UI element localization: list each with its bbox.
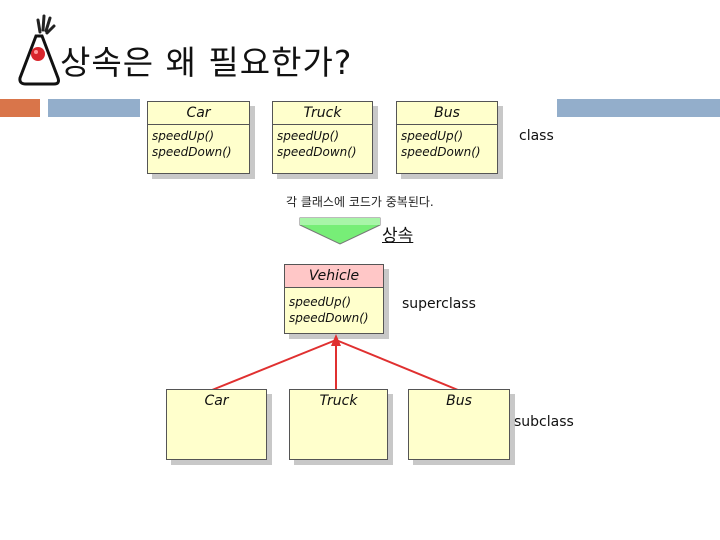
method-label: speedUp() (152, 129, 215, 143)
class-name: Bus (397, 102, 497, 125)
class-name: Car (148, 102, 249, 125)
method-label: speedDown() (277, 145, 357, 159)
method-label: speedUp() (289, 295, 352, 309)
method-label: speedDown() (152, 145, 232, 159)
subclass-box-bus: Bus (408, 389, 510, 460)
class-name: Truck (319, 393, 358, 409)
method-label: speedDown() (401, 145, 481, 159)
superclass-box-vehicle: Vehicle speedUp() speedDown() (284, 264, 384, 334)
class-box-car: Car speedUp() speedDown() (147, 101, 250, 174)
superclass-label: superclass (402, 296, 476, 312)
class-name: Bus (446, 393, 472, 409)
subclass-box-car: Car (166, 389, 267, 460)
java-duke-icon (18, 14, 60, 86)
class-name: Car (204, 393, 229, 409)
class-box-truck: Truck speedUp() speedDown() (272, 101, 373, 174)
class-name: Vehicle (285, 265, 383, 288)
accent-bar-blue-left (48, 99, 140, 117)
class-label: class (519, 128, 554, 144)
inherit-down-arrow (299, 217, 381, 245)
class-name: Truck (273, 102, 372, 125)
duplicate-code-note: 각 클래스에 코드가 중복된다. (286, 195, 434, 209)
method-label: speedUp() (277, 129, 340, 143)
accent-bar-blue-right (557, 99, 720, 117)
subclass-box-truck: Truck (289, 389, 388, 460)
accent-bar-orange (0, 99, 40, 117)
subclass-label: subclass (514, 414, 574, 430)
class-box-bus: Bus speedUp() speedDown() (396, 101, 498, 174)
inherit-label: 상속 (382, 226, 414, 246)
page-title: 상속은 왜 필요한가? (60, 43, 353, 82)
method-label: speedUp() (401, 129, 464, 143)
method-label: speedDown() (289, 311, 369, 325)
